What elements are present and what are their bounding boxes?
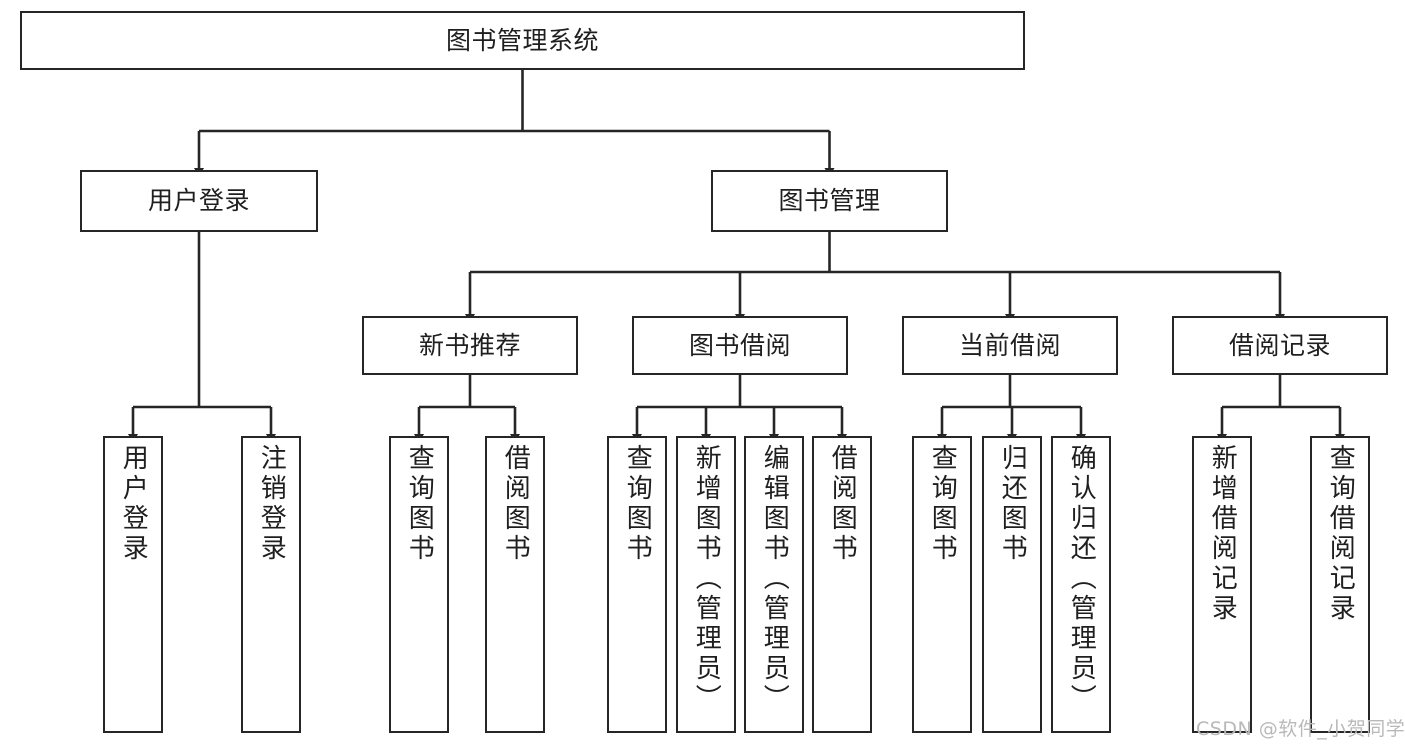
node-label: 借阅图书 bbox=[500, 444, 531, 564]
leaf-new-book-borrow[interactable]: 借阅图书 bbox=[485, 436, 545, 733]
node-label: 图书管理 bbox=[778, 186, 881, 216]
node-label: 图书借阅 bbox=[688, 330, 791, 360]
leaf-current-return-book[interactable]: 归还图书 bbox=[982, 436, 1042, 733]
node-root-system[interactable]: 图书管理系统 bbox=[20, 11, 1025, 70]
node-label: 查询借阅记录 bbox=[1325, 444, 1356, 624]
node-label: 新书推荐 bbox=[418, 330, 521, 360]
node-new-book-recommendation[interactable]: 新书推荐 bbox=[362, 316, 578, 375]
node-borrowing-records[interactable]: 借阅记录 bbox=[1172, 316, 1388, 375]
leaf-records-query-record[interactable]: 查询借阅记录 bbox=[1310, 436, 1370, 733]
node-label: 查询图书 bbox=[927, 444, 958, 564]
leaf-user-login[interactable]: 用户登录 bbox=[103, 436, 163, 733]
node-user-login[interactable]: 用户登录 bbox=[80, 170, 318, 232]
leaf-borrow-edit-book-admin[interactable]: 编辑图书（管理员） bbox=[744, 436, 804, 733]
node-label: 查询图书 bbox=[622, 444, 653, 564]
leaf-current-confirm-return-admin[interactable]: 确认归还（管理员） bbox=[1051, 436, 1111, 733]
node-label: 新增图书（管理员） bbox=[691, 444, 722, 714]
leaf-new-book-query[interactable]: 查询图书 bbox=[389, 436, 449, 733]
node-label: 注销登录 bbox=[256, 444, 287, 564]
node-book-management[interactable]: 图书管理 bbox=[711, 170, 948, 232]
leaf-borrow-add-book-admin[interactable]: 新增图书（管理员） bbox=[676, 436, 736, 733]
node-label: 图书管理系统 bbox=[445, 25, 599, 55]
node-book-borrowing[interactable]: 图书借阅 bbox=[632, 316, 848, 375]
leaf-user-logout[interactable]: 注销登录 bbox=[241, 436, 301, 733]
leaf-current-query-book[interactable]: 查询图书 bbox=[912, 436, 972, 733]
leaf-records-add-record[interactable]: 新增借阅记录 bbox=[1192, 436, 1252, 733]
csdn-watermark: CSDN @软件_小贺同学 bbox=[1196, 718, 1405, 740]
node-current-borrowing[interactable]: 当前借阅 bbox=[902, 316, 1118, 375]
node-label: 归还图书 bbox=[997, 444, 1028, 564]
leaf-borrow-borrow-book[interactable]: 借阅图书 bbox=[812, 436, 872, 733]
node-label: 确认归还（管理员） bbox=[1066, 444, 1097, 714]
node-label: 新增借阅记录 bbox=[1207, 444, 1238, 624]
node-label: 借阅记录 bbox=[1228, 330, 1331, 360]
node-label: 用户登录 bbox=[118, 444, 149, 564]
node-label: 编辑图书（管理员） bbox=[759, 444, 790, 714]
node-label: 当前借阅 bbox=[958, 330, 1061, 360]
node-label: 借阅图书 bbox=[827, 444, 858, 564]
node-label: 查询图书 bbox=[404, 444, 435, 564]
leaf-borrow-query-book[interactable]: 查询图书 bbox=[607, 436, 667, 733]
node-label: 用户登录 bbox=[147, 186, 250, 216]
